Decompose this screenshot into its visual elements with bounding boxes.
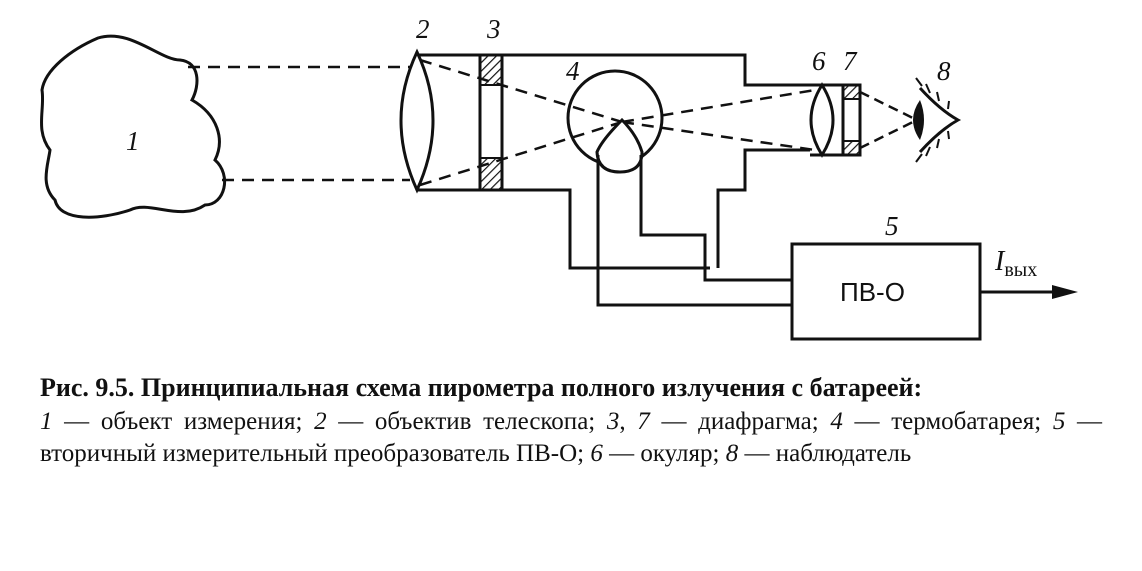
eyepiece-ray-2 bbox=[621, 120, 816, 152]
legend-text: , bbox=[619, 408, 638, 435]
label-rear-diaphragm: 7 bbox=[843, 46, 858, 76]
legend-num: 1 bbox=[40, 408, 53, 435]
caption-title: Рис. 9.5. Принципиальная схема пирометра… bbox=[40, 373, 923, 402]
legend-text: — диафрагма; bbox=[649, 408, 831, 435]
converging-ray-1 bbox=[419, 58, 623, 124]
legend-text: — вторичный измерительный преобразовател… bbox=[40, 408, 1102, 467]
caption-legend: 1 — объект измерения; 2 — объектив телес… bbox=[40, 406, 1102, 470]
legend-num: 2 bbox=[314, 408, 327, 435]
observer-ray-1 bbox=[859, 90, 918, 122]
legend-num: 4 bbox=[830, 408, 843, 435]
legend-text: — объект измерения; bbox=[52, 408, 315, 435]
wire-2 bbox=[639, 155, 792, 282]
label-thermopile: 4 bbox=[566, 56, 580, 86]
eyepiece-lens bbox=[809, 82, 835, 158]
legend-num: 7 bbox=[637, 408, 650, 435]
legend-text: — объектив телескопа; bbox=[326, 408, 607, 435]
front-diaphragm-bottom-hatch bbox=[479, 157, 503, 191]
legend-num: 3 bbox=[606, 408, 620, 435]
legend-text: — термобатарея; bbox=[842, 408, 1053, 435]
observer-ray-2 bbox=[859, 118, 918, 150]
pyrometer-schematic: 1 2 3 4 ПВ-О 5 Iвых 6 7 bbox=[39, 14, 1078, 341]
front-diaphragm-top-hatch bbox=[479, 54, 503, 86]
figure-caption: Рис. 9.5. Принципиальная схема пирометра… bbox=[40, 372, 1102, 470]
legend-num: 6 bbox=[590, 440, 603, 467]
thermopile-element bbox=[595, 117, 644, 174]
label-front-diaphragm: 3 bbox=[486, 14, 501, 44]
converter-box-label: ПВ-О bbox=[840, 277, 905, 307]
wire-1 bbox=[596, 155, 792, 307]
rear-diaphragm-bottom-hatch bbox=[842, 140, 861, 156]
converging-ray-2 bbox=[419, 120, 623, 187]
observer-eye-icon bbox=[913, 77, 962, 163]
output-arrowhead bbox=[1052, 285, 1078, 299]
legend-num: 8 bbox=[725, 440, 739, 467]
label-eyepiece: 6 bbox=[812, 46, 826, 76]
label-objective: 2 bbox=[416, 14, 430, 44]
legend-num: 5 bbox=[1052, 408, 1066, 435]
eyepiece-ray-1 bbox=[621, 88, 816, 124]
label-converter: 5 bbox=[885, 211, 899, 241]
objective-lens bbox=[399, 48, 435, 194]
legend-text: — наблюдатель bbox=[738, 440, 912, 467]
measured-object-outline bbox=[39, 34, 226, 219]
output-label: Iвых bbox=[994, 246, 1037, 281]
label-object: 1 bbox=[126, 126, 140, 156]
label-observer: 8 bbox=[937, 56, 951, 86]
legend-text: — окуляр; bbox=[602, 440, 726, 467]
rear-diaphragm-top-hatch bbox=[842, 84, 861, 100]
